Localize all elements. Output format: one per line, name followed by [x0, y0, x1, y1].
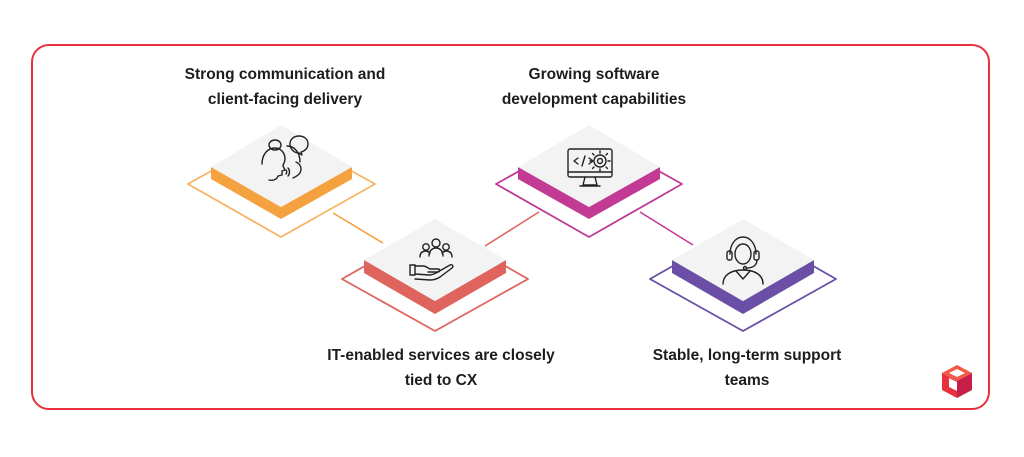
conversation-icon [261, 135, 309, 181]
content-frame [31, 44, 990, 410]
code-monitor-gear-icon [567, 148, 613, 187]
connector-line-2 [484, 211, 540, 247]
label-communication: Strong communication and client-facing d… [184, 66, 386, 108]
tile-communication [187, 125, 376, 238]
connector-line-3 [639, 211, 694, 246]
hand-with-people-icon [409, 238, 454, 281]
label-it-services: IT-enabled services are closely tied to … [327, 347, 555, 389]
label-software: Growing software development capabilitie… [501, 66, 687, 108]
tile-it-services [341, 219, 529, 332]
headset-agent-icon [722, 236, 764, 285]
connector-line-1 [332, 212, 384, 244]
brand-logo-icon [942, 365, 972, 398]
tile-support [649, 219, 837, 332]
label-support: Stable, long-term support teams [652, 347, 842, 389]
tile-software [495, 125, 683, 238]
